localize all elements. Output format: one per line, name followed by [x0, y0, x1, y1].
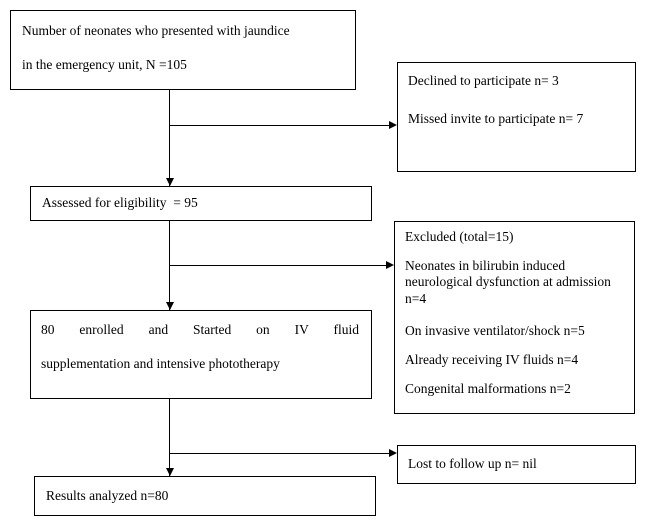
node-declined-line1: Declined to participate n= 3 — [408, 73, 559, 88]
node-excluded-line1: Excluded (total=15) — [405, 229, 514, 244]
node-enrolled-total-line1: Number of neonates who presented with ja… — [22, 23, 290, 38]
arrowhead-assessed — [166, 178, 174, 186]
arrowhead-excluded — [386, 261, 394, 269]
node-assessed: Assessed for eligibility = 95 — [30, 186, 372, 221]
connector-enrolled-to-assessed — [169, 90, 170, 186]
connector-to-lost — [169, 453, 389, 454]
node-results-analyzed: Results analyzed n=80 — [34, 476, 376, 516]
node-started-line1: 80 enrolled and Started on IV fluid — [41, 322, 359, 337]
node-excluded: Excluded (total=15) Neonates in bilirubi… — [394, 221, 635, 414]
node-started: 80 enrolled and Started on IV fluid supp… — [30, 310, 372, 399]
node-declined: Declined to participate n= 3 Missed invi… — [397, 62, 636, 172]
node-enrolled-total-line2: in the emergency unit, N =105 — [22, 57, 187, 72]
arrowhead-declined — [389, 121, 397, 129]
arrowhead-lost — [389, 449, 397, 457]
node-assessed-line1: Assessed for eligibility = 95 — [42, 195, 198, 210]
node-declined-line2: Missed invite to participate n= 7 — [408, 111, 584, 126]
node-results-line1: Results analyzed n=80 — [46, 488, 169, 503]
connector-to-declined — [169, 125, 389, 126]
node-lost-line1: Lost to follow up n= nil — [408, 456, 537, 471]
node-enrolled-total: Number of neonates who presented with ja… — [10, 10, 356, 90]
node-started-line2: supplementation and intensive photothera… — [41, 356, 280, 371]
connector-to-excluded — [169, 265, 386, 266]
node-excluded-line2: Neonates in bilirubin induced neurologic… — [405, 258, 615, 306]
node-excluded-line5: Congenital malformations n=2 — [405, 381, 571, 396]
arrowhead-started — [166, 302, 174, 310]
node-excluded-line4: Already receiving IV fluids n=4 — [405, 352, 579, 367]
connector-started-to-results — [169, 399, 170, 476]
node-lost-to-follow-up: Lost to follow up n= nil — [397, 445, 636, 484]
arrowhead-results — [166, 468, 174, 476]
node-excluded-line3: On invasive ventilator/shock n=5 — [405, 323, 585, 338]
